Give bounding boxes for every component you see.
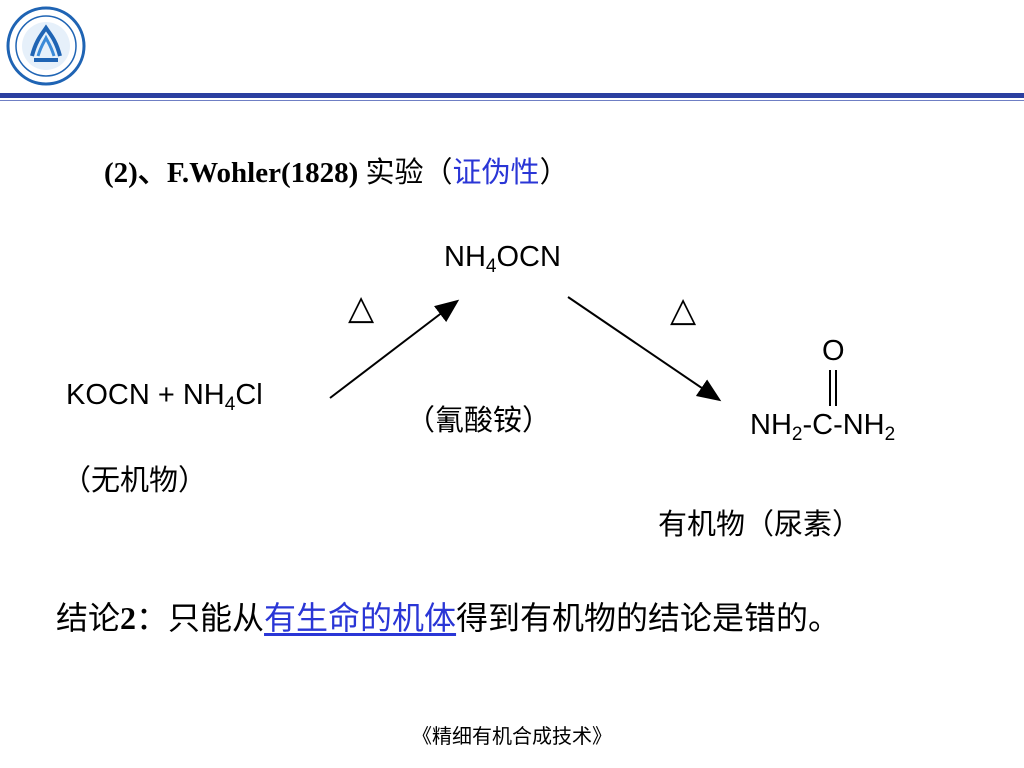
reactant-formula: KOCN + NH4Cl (66, 378, 263, 415)
product-oxygen: O (822, 335, 845, 367)
product-formula-sub2: 2 (884, 424, 896, 445)
heading-open-paren: （ (423, 155, 453, 189)
slide-heading: (2)、F.Wohler(1828) 实验（证伪性） (104, 152, 569, 193)
heading-prefix: (2)、F.Wohler(1828) (104, 157, 366, 189)
intermediate-formula-a: NH (444, 241, 486, 273)
intermediate-formula: NH4OCN (444, 240, 561, 277)
conclusion-colon-text: ：只能从 (136, 599, 265, 637)
header-rule-thin (0, 100, 1024, 101)
reactant-formula-sub: 4 (224, 394, 236, 415)
reactant-formula-b: Cl (235, 379, 263, 411)
conclusion-text: 结论2：只能从有生命的机体得到有机物的结论是错的。 (56, 592, 936, 644)
intermediate-label: （氰酸铵） (406, 403, 552, 437)
product-label: 有机物（尿素） (658, 507, 862, 541)
arrow-to-product (567, 296, 722, 402)
intermediate-formula-sub: 4 (485, 256, 497, 277)
footer-course-title: 《精细有机合成技术》 (412, 724, 612, 748)
heading-close-paren: ） (539, 155, 569, 189)
heading-experiment: 实验 (365, 155, 424, 189)
intermediate-formula-b: OCN (496, 241, 561, 273)
reactant-label: （无机物） (62, 463, 208, 497)
heat-symbol-right: △ (670, 290, 697, 330)
product-formula-sub1: 2 (791, 424, 803, 445)
heat-symbol-left: △ (348, 288, 375, 328)
header-rule (0, 93, 1024, 98)
product-formula-a: NH (750, 409, 792, 441)
conclusion-number: 2 (120, 600, 137, 636)
heading-falsifiability: 证伪性 (452, 155, 540, 189)
conclusion-link[interactable]: 有生命的机体 (264, 599, 457, 637)
school-logo (6, 6, 86, 86)
conclusion-rest: 得到有机物的结论是错的。 (456, 599, 841, 637)
conclusion-lead: 结论 (56, 599, 121, 637)
reactant-formula-a: KOCN + NH (66, 379, 225, 411)
product-formula: NH2-C-NH2 (750, 408, 896, 445)
product-formula-b: -C-NH (802, 409, 885, 441)
arrow-to-intermediate (329, 299, 460, 399)
